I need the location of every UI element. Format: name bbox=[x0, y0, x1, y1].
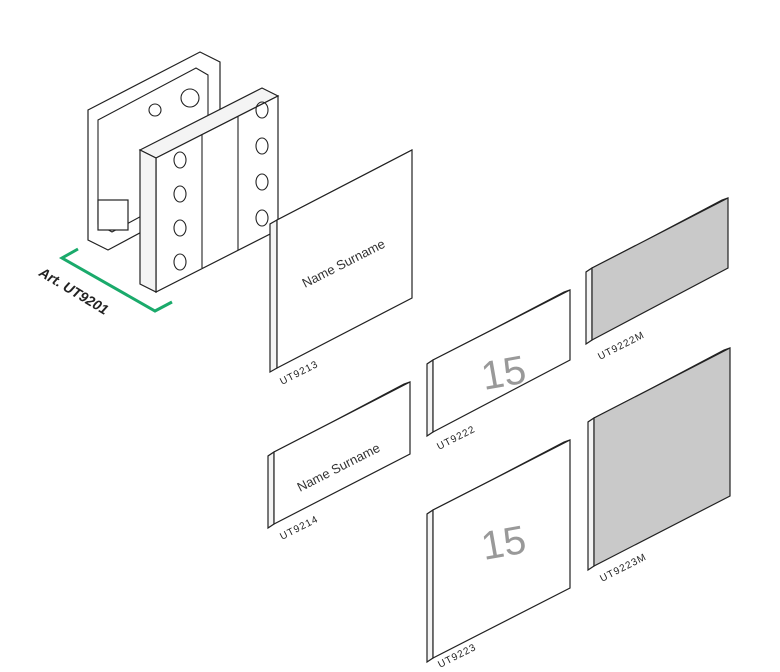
panel-ut9223: 15 UT9223 bbox=[426, 439, 571, 671]
panel-text: 15 bbox=[478, 348, 529, 399]
button-holes bbox=[173, 101, 269, 271]
panel-code: UT9222M bbox=[596, 330, 646, 363]
panel-ut9222: 15 UT9222 bbox=[426, 289, 571, 453]
panel-code: UT9222 bbox=[435, 424, 477, 453]
electronic-module bbox=[138, 87, 280, 293]
panel-ut9213: Name Surname UT9213 bbox=[269, 149, 413, 388]
article-label: Art. UT9201 bbox=[36, 263, 112, 317]
panel-text: 15 bbox=[478, 518, 529, 569]
panel-ut9223m: UT9223M bbox=[587, 347, 731, 585]
panel-ut9222m: UT9222M bbox=[585, 197, 729, 363]
panel-ut9214: Name Surname UT9214 bbox=[267, 381, 411, 543]
